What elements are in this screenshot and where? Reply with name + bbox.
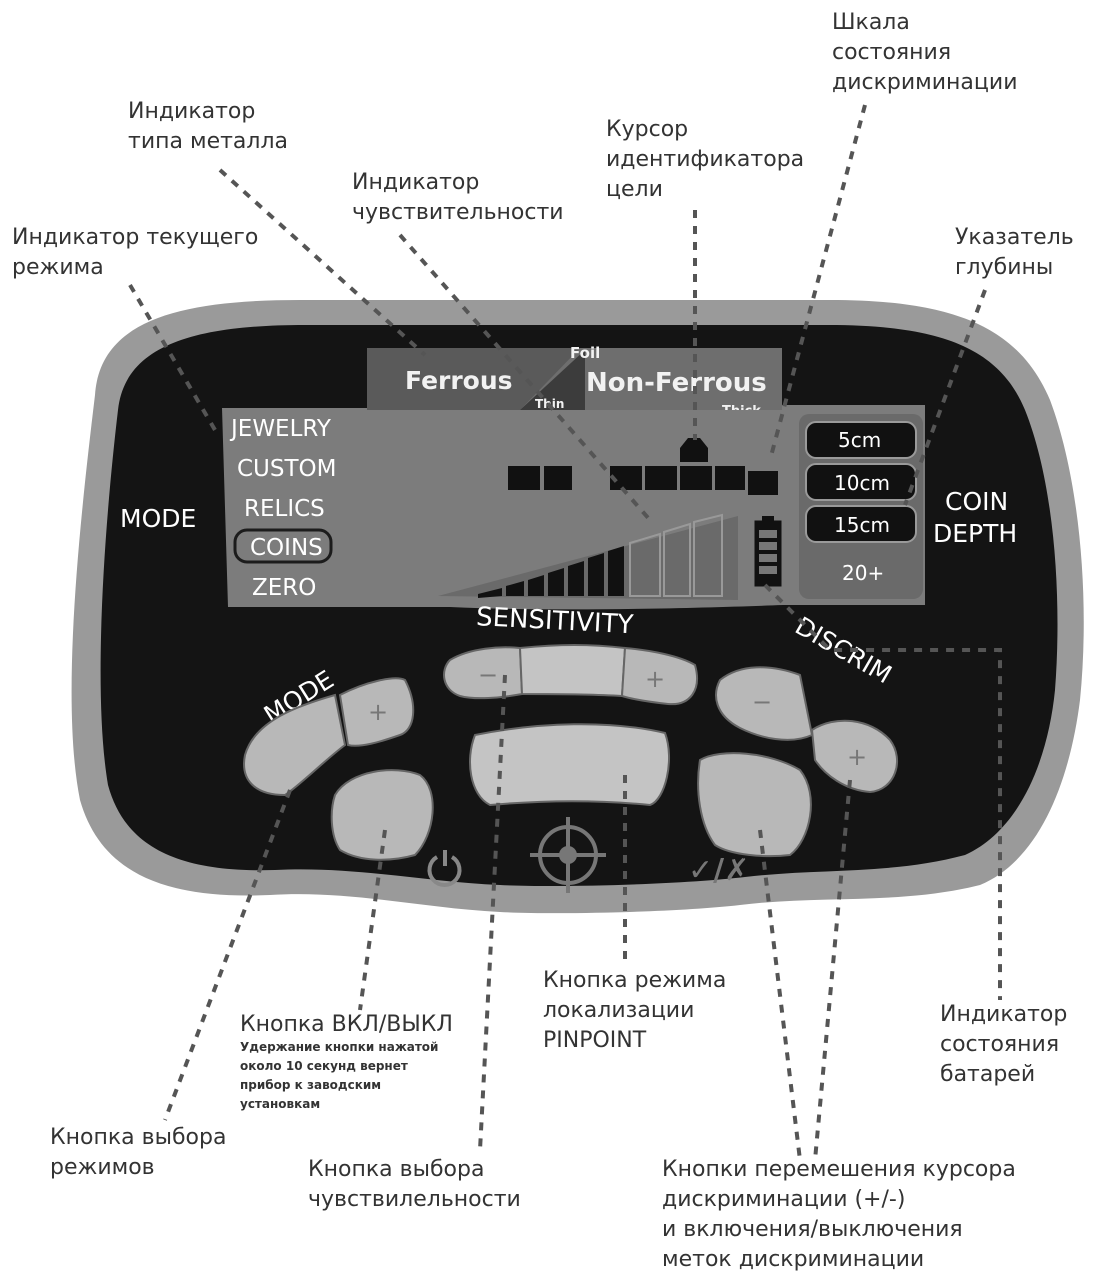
accept-reject-icon: ✓/✗ <box>688 853 749 888</box>
mode-plus-button[interactable] <box>338 677 415 747</box>
foil-label: Foil <box>570 344 600 362</box>
selected-mode-frame <box>233 528 333 564</box>
pinpoint-button[interactable] <box>469 723 671 807</box>
target-cursor <box>680 438 708 462</box>
mode-list: JEWELRY CUSTOM RELICS COINS ZERO <box>229 416 337 601</box>
callout-target-cursor: Курсор идентификатора цели <box>606 117 805 202</box>
depth-title-2: DEPTH <box>933 519 1017 548</box>
power-button[interactable] <box>330 769 434 861</box>
depth-title-1: COIN <box>945 487 1008 516</box>
mode-custom: CUSTOM <box>237 456 337 482</box>
mode-title: MODE <box>120 504 196 533</box>
mode-zero: ZERO <box>252 575 316 601</box>
discrim-minus-icon: − <box>752 688 772 716</box>
callout-metal-type: Индикатор типа металла <box>128 99 289 154</box>
callout-current-mode: Индикатор текущего режима <box>12 225 259 280</box>
sensitivity-plus-icon: + <box>645 665 665 693</box>
accept-reject-button[interactable] <box>697 752 812 858</box>
mode-relics: RELICS <box>244 496 325 522</box>
discrimination-segments <box>508 466 778 495</box>
callout-discrim-buttons: Кнопки перемешения курсора дискриминации… <box>662 1157 1016 1272</box>
sensitivity-button-group: − + <box>443 644 698 706</box>
callout-mode-select: Кнопка выбора режимов <box>50 1125 227 1180</box>
callout-battery: Индикатор состояния батарей <box>940 1002 1068 1087</box>
pinpoint-crosshair-icon <box>530 817 606 893</box>
thin-wedge <box>520 350 585 410</box>
mode-minus-button[interactable] <box>243 693 347 797</box>
discrim-minus-button[interactable] <box>715 666 814 741</box>
depth-15cm: 15cm <box>834 513 890 537</box>
callout-power: Кнопка ВКЛ/ВЫКЛ <box>240 1012 453 1037</box>
sensitivity-plus-button[interactable] <box>620 646 698 706</box>
discrim-plus-button[interactable] <box>810 719 899 794</box>
callout-discrimination-scale: Шкала состояния дискриминации <box>832 10 1018 95</box>
mode-plus-icon: + <box>368 698 388 726</box>
depth-20plus: 20+ <box>842 561 884 585</box>
depth-5cm: 5cm <box>838 428 881 452</box>
mode-jewelry: JEWELRY <box>229 416 332 442</box>
callout-depth: Указатель глубины <box>955 225 1074 280</box>
battery-indicator <box>754 516 782 587</box>
leader-lines <box>128 104 1002 1161</box>
sensitivity-minus-icon: − <box>478 661 498 689</box>
callout-power-note: Удержание кнопки нажатой около 10 секунд… <box>240 1040 439 1111</box>
ferrous-label: Ferrous <box>405 366 513 395</box>
ferrous-zone <box>367 348 580 410</box>
lcd-screen <box>222 405 925 610</box>
sensitivity-middle-button[interactable] <box>518 644 627 698</box>
sensitivity-bars <box>478 546 624 598</box>
callout-pinpoint: Кнопка режима локализации PINPOINT <box>543 968 727 1053</box>
power-icon <box>427 850 462 887</box>
discrim-plus-icon: + <box>847 743 867 771</box>
mode-button-group: + <box>243 677 415 797</box>
callout-sensitivity-indicator: Индикатор чувствительности <box>352 170 564 225</box>
sensitivity-bars-empty <box>629 513 723 597</box>
sensitivity-minus-button[interactable] <box>443 646 524 700</box>
mode-coins: COINS <box>250 535 323 561</box>
callout-sensitivity-select: Кнопка выбора чувствилельности <box>308 1157 521 1212</box>
depth-10cm: 10cm <box>834 471 890 495</box>
depth-indicator: 5cm 10cm 15cm 20+ <box>799 414 923 599</box>
non-ferrous-label: Non-Ferrous <box>586 368 767 398</box>
discrim-button-group: − + <box>715 666 899 794</box>
